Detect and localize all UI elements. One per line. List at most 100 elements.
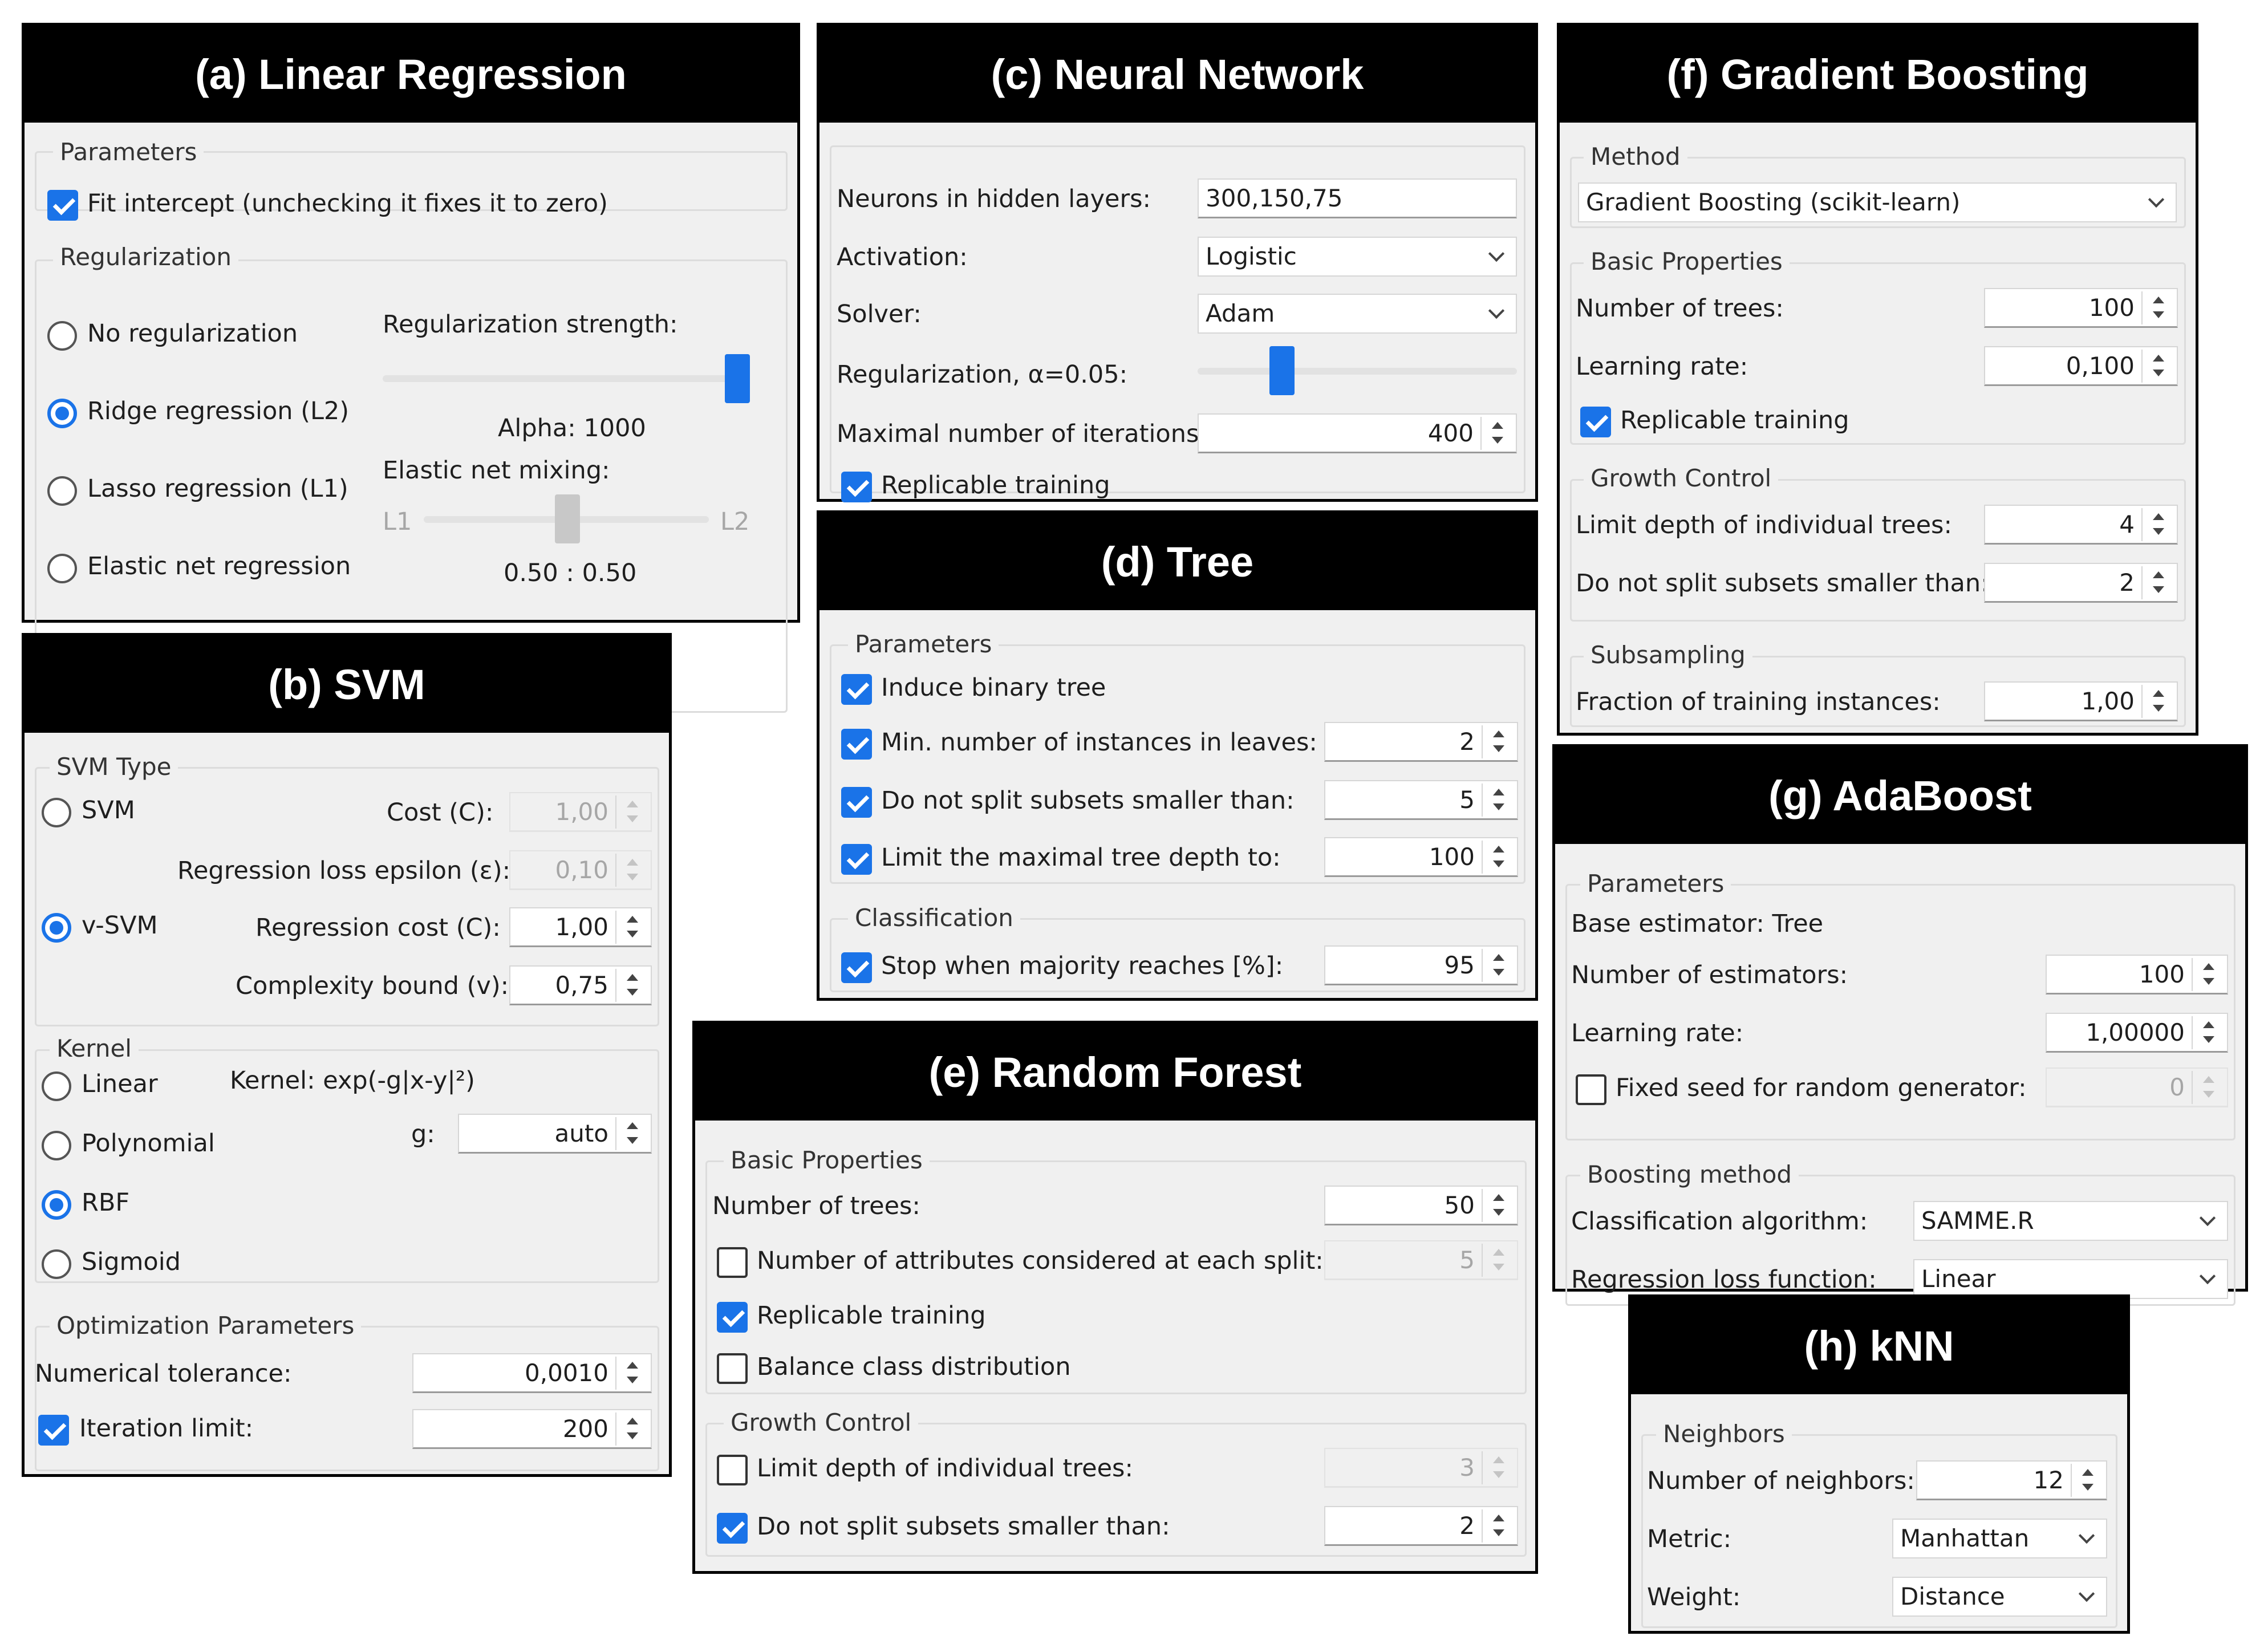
spin-arrows-icon[interactable] (2141, 566, 2173, 599)
spin-arrows-icon[interactable] (2071, 1464, 2103, 1497)
fraction-spinbox[interactable]: 1,00 (1984, 681, 2178, 721)
spin-arrows-icon[interactable] (615, 911, 647, 944)
depth-spinbox[interactable]: 4 (1984, 505, 2178, 545)
spin-arrows-icon[interactable] (1482, 725, 1514, 758)
fixed-seed-checkbox[interactable] (1576, 1074, 1606, 1105)
spin-arrows-icon[interactable] (1482, 1451, 1514, 1484)
rbf-kernel-radio[interactable] (42, 1190, 71, 1220)
estimators-spinbox[interactable]: 100 (2046, 955, 2228, 995)
learning-rate-spinbox[interactable]: 0,100 (1984, 346, 2178, 386)
fit-intercept-checkbox[interactable] (47, 190, 78, 221)
epsilon-label: Regression loss epsilon (ε): (177, 857, 511, 885)
no-split-checkbox[interactable] (841, 787, 872, 818)
alpha-readout: Alpha: 1000 (498, 414, 646, 443)
spin-arrows-icon[interactable] (615, 1357, 647, 1390)
limit-depth-checkbox[interactable] (717, 1455, 748, 1485)
replicable-training-checkbox[interactable] (717, 1302, 748, 1333)
polynomial-kernel-radio[interactable] (42, 1131, 71, 1160)
regression-loss-dropdown[interactable]: Linear (1913, 1259, 2228, 1299)
trees-spinbox[interactable]: 100 (1984, 288, 2178, 328)
neighbors-count-spinbox[interactable]: 12 (1916, 1460, 2107, 1500)
spin-arrows-icon[interactable] (1482, 1189, 1514, 1222)
solver-dropdown[interactable]: Adam (1198, 294, 1517, 334)
no-split-spinbox[interactable]: 5 (1324, 780, 1518, 820)
neurons-input[interactable]: 300,150,75 (1198, 178, 1517, 218)
fraction-label: Fraction of training instances: (1576, 688, 1941, 716)
section-label: Subsampling (1584, 641, 1752, 669)
attributes-spinbox[interactable]: 5 (1324, 1240, 1518, 1280)
spin-arrows-icon[interactable] (2141, 291, 2173, 324)
weight-dropdown[interactable]: Distance (1892, 1577, 2107, 1617)
iteration-limit-checkbox[interactable] (38, 1415, 69, 1446)
regression-cost-spinbox[interactable]: 1,00 (509, 907, 652, 947)
spin-arrows-icon[interactable] (1482, 1244, 1514, 1277)
spin-arrows-icon[interactable] (615, 969, 647, 1002)
spin-arrows-icon[interactable] (1482, 949, 1514, 982)
binary-tree-checkbox[interactable] (841, 674, 872, 705)
iteration-limit-spinbox[interactable]: 200 (412, 1409, 652, 1449)
learning-rate-spinbox[interactable]: 1,00000 (2046, 1013, 2228, 1053)
svm-radio[interactable] (42, 798, 71, 827)
spin-arrows-icon[interactable] (2141, 350, 2173, 383)
spin-arrows-icon[interactable] (2192, 958, 2224, 991)
balance-class-checkbox[interactable] (717, 1353, 748, 1384)
spin-arrows-icon[interactable] (1480, 417, 1512, 450)
spin-arrows-icon[interactable] (615, 854, 647, 887)
spin-arrows-icon[interactable] (1482, 1509, 1514, 1543)
replicable-training-label: Replicable training (1620, 406, 1849, 435)
depth-label: Limit depth of individual trees: (1576, 511, 1952, 539)
panel-title: (h) kNN (1631, 1297, 2127, 1394)
classification-algorithm-dropdown[interactable]: SAMME.R (1913, 1201, 2228, 1241)
tolerance-spinbox[interactable]: 0,0010 (412, 1353, 652, 1393)
no-split-checkbox[interactable] (717, 1513, 748, 1544)
gamma-spinbox[interactable]: auto (458, 1114, 652, 1154)
stop-majority-checkbox[interactable] (841, 952, 872, 983)
spin-arrows-icon[interactable] (615, 795, 647, 829)
trees-spinbox[interactable]: 50 (1324, 1186, 1518, 1225)
spin-arrows-icon[interactable] (2192, 1016, 2224, 1049)
spin-arrows-icon[interactable] (1482, 784, 1514, 817)
spin-arrows-icon[interactable] (615, 1412, 647, 1446)
elastic-net-mixing-slider[interactable] (555, 494, 580, 543)
stop-majority-spinbox[interactable]: 95 (1324, 945, 1518, 985)
spin-arrows-icon[interactable] (2141, 685, 2173, 718)
radio-label: RBF (82, 1188, 130, 1217)
no-regularization-radio[interactable] (47, 321, 77, 351)
regularization-slider[interactable] (1269, 346, 1295, 395)
radio-label: SVM (82, 796, 135, 825)
activation-dropdown[interactable]: Logistic (1198, 237, 1517, 277)
method-group (1570, 157, 2186, 228)
spin-arrows-icon[interactable] (1482, 841, 1514, 874)
lasso-regression-radio[interactable] (47, 476, 77, 506)
spin-arrows-icon[interactable] (615, 1117, 647, 1150)
metric-dropdown[interactable]: Manhattan (1892, 1519, 2107, 1558)
no-split-spinbox[interactable]: 2 (1324, 1506, 1518, 1546)
max-depth-checkbox[interactable] (841, 844, 872, 875)
limit-depth-spinbox[interactable]: 3 (1324, 1448, 1518, 1488)
spin-arrows-icon[interactable] (2141, 508, 2173, 541)
max-iterations-label: Maximal number of iterations: (837, 420, 1207, 448)
min-instances-checkbox[interactable] (841, 729, 872, 760)
replicable-training-checkbox[interactable] (1580, 407, 1611, 437)
sigmoid-kernel-radio[interactable] (42, 1249, 71, 1279)
cost-spinbox[interactable]: 1,00 (509, 792, 652, 832)
epsilon-spinbox[interactable]: 0,10 (509, 850, 652, 890)
min-instances-label: Min. number of instances in leaves: (881, 728, 1317, 757)
no-split-spinbox[interactable]: 2 (1984, 563, 2178, 603)
gamma-label: g: (411, 1120, 435, 1148)
linear-kernel-radio[interactable] (42, 1071, 71, 1101)
seed-spinbox[interactable]: 0 (2046, 1067, 2228, 1107)
max-depth-spinbox[interactable]: 100 (1324, 837, 1518, 877)
complexity-bound-spinbox[interactable]: 0,75 (509, 965, 652, 1005)
elastic-net-radio[interactable] (47, 554, 77, 583)
spin-arrows-icon[interactable] (2192, 1071, 2224, 1104)
regularization-strength-slider[interactable] (725, 354, 750, 403)
min-instances-spinbox[interactable]: 2 (1324, 722, 1518, 762)
method-dropdown[interactable]: Gradient Boosting (scikit-learn) (1578, 182, 2177, 222)
max-iterations-spinbox[interactable]: 400 (1198, 413, 1517, 453)
nu-svm-radio[interactable] (42, 913, 71, 943)
panel-title: (c) Neural Network (819, 26, 1535, 123)
ridge-regression-radio[interactable] (47, 399, 77, 428)
attributes-checkbox[interactable] (717, 1247, 748, 1278)
replicable-training-checkbox[interactable] (841, 472, 872, 502)
